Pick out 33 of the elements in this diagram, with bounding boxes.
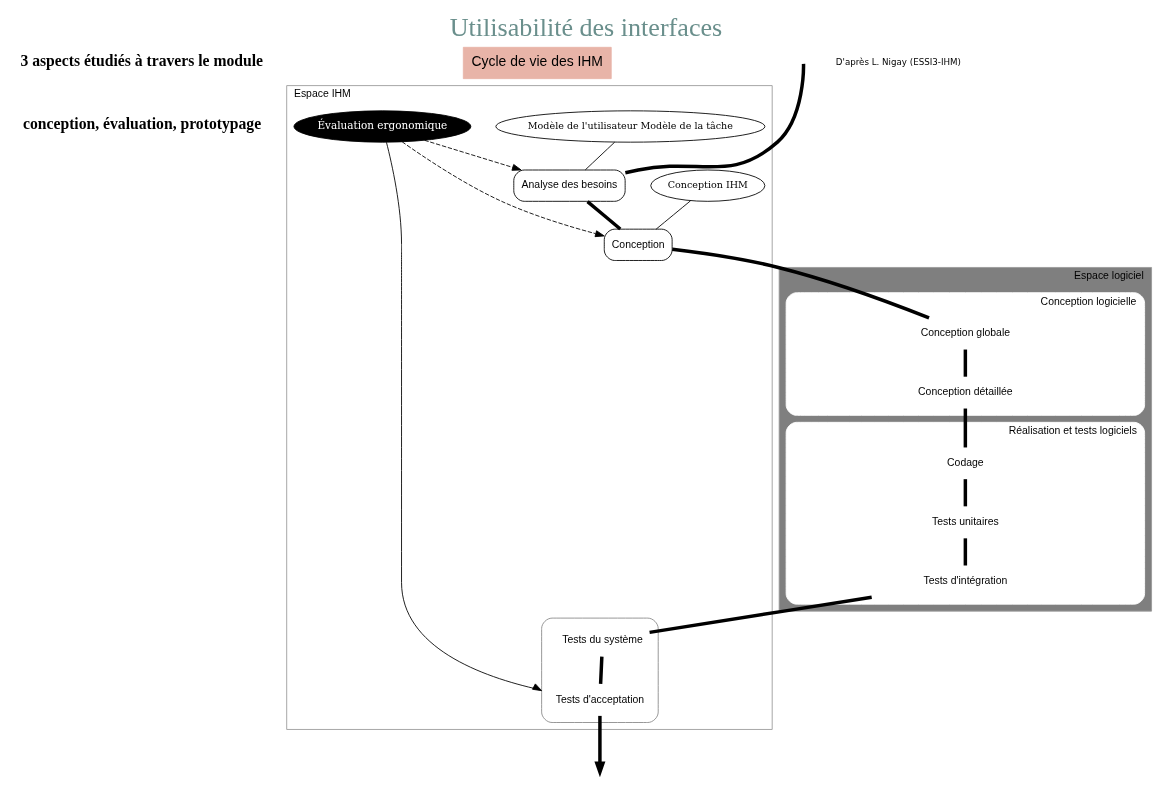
node-ellipse: Modèle de l'utilisateur Modèle de la tâche bbox=[494, 110, 765, 143]
node-text: Conception globale bbox=[920, 327, 1010, 339]
connector bbox=[963, 479, 967, 507]
connector bbox=[963, 408, 967, 448]
node-ellipse: Conception IHM bbox=[649, 169, 765, 202]
node-text: Tests d'acceptation bbox=[555, 693, 644, 705]
node-box: Cycle de vie des IHM bbox=[462, 46, 612, 80]
node-box: Conception bbox=[603, 228, 673, 261]
connector bbox=[624, 63, 805, 175]
connector bbox=[963, 538, 967, 566]
arrow bbox=[401, 141, 605, 238]
node-text: Tests unitaires bbox=[931, 516, 999, 528]
node-text: Conception détaillée bbox=[917, 386, 1013, 398]
diagram-title: Utilisabilité des interfaces bbox=[449, 13, 722, 43]
label: 3 aspects étudiés à travers le module bbox=[19, 51, 263, 69]
label: conception, évaluation, prototypage bbox=[22, 115, 261, 133]
connector bbox=[584, 141, 615, 171]
cluster bbox=[540, 617, 659, 723]
arrow bbox=[593, 715, 605, 777]
node-ellipse: Évaluation ergonomique bbox=[293, 110, 471, 143]
node-text: Tests d'intégration bbox=[922, 575, 1007, 587]
arrow bbox=[423, 139, 522, 171]
label: D'après L. Nigay (ESSI3-IHM) bbox=[835, 57, 961, 68]
connector bbox=[671, 247, 930, 320]
node-text: Tests du système bbox=[561, 634, 643, 646]
arrow bbox=[385, 141, 542, 692]
node-text: Codage bbox=[946, 456, 984, 468]
connector bbox=[648, 595, 872, 635]
connector bbox=[585, 200, 621, 231]
node-box: Analyse des besoins bbox=[512, 169, 626, 202]
connector bbox=[655, 200, 691, 230]
connector bbox=[963, 349, 967, 377]
connector bbox=[598, 656, 604, 684]
